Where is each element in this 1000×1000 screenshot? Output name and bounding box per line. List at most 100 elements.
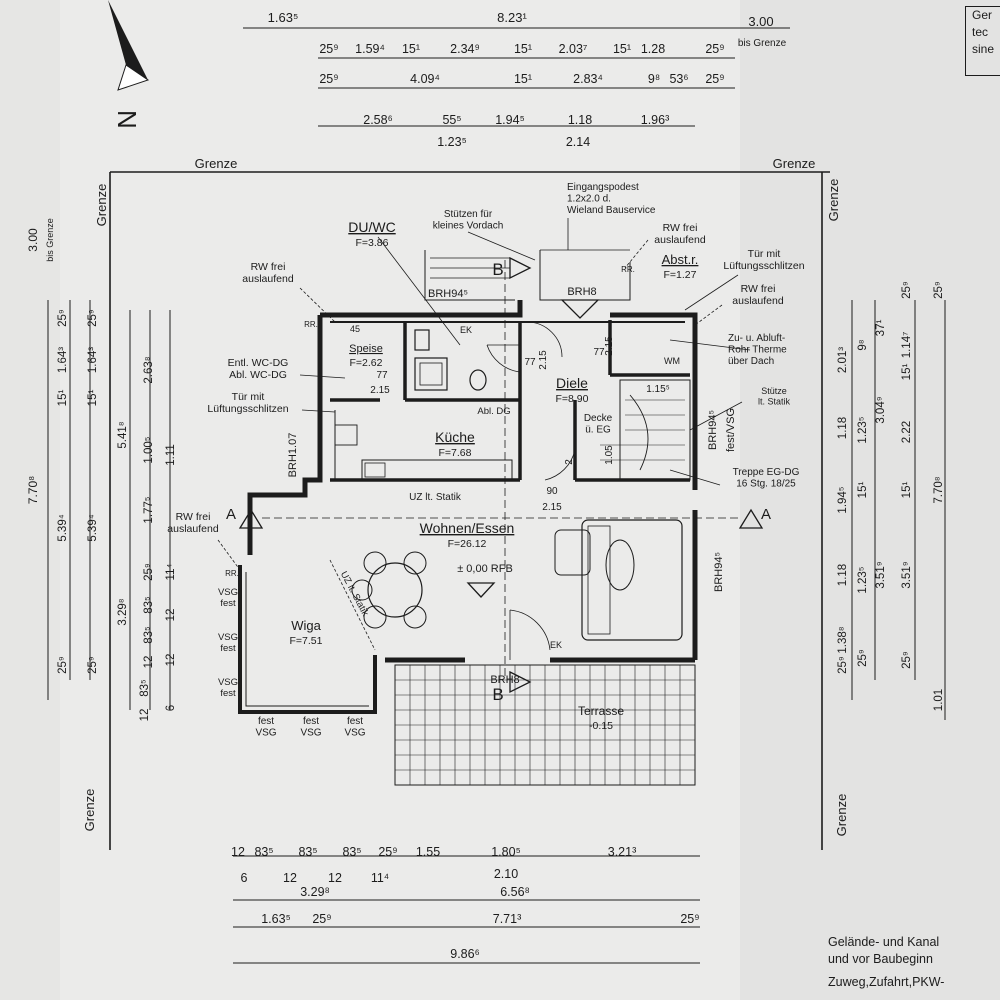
boundary-top-left: Grenze: [195, 156, 238, 171]
room-diele-area: F=8.90: [556, 393, 589, 405]
label-fest-vsg-c-0: fest: [347, 716, 363, 727]
room-wiga-name: Wiga: [291, 618, 321, 633]
top-dim-row4-1: 55⁵: [442, 113, 461, 127]
label-rw-frei-4-1: auslaufend: [167, 523, 219, 535]
top-dim-row1-1: 8.23¹: [497, 10, 527, 25]
top-dim-row2-8: 25⁹: [705, 42, 724, 56]
top-dim-row4-4: 1.96³: [641, 113, 670, 127]
bottom-dim-row1-2: 83⁵: [298, 845, 317, 859]
bottom-dim-row3-2: 7.71³: [493, 912, 522, 926]
bottom-dim-row1-sub-1: 12: [283, 871, 297, 885]
north-arrow-icon: [108, 0, 150, 91]
top-dim-row4-0: 2.58⁶: [363, 113, 392, 127]
room-speise-area: F=2.62: [350, 357, 383, 369]
right-dim-col4-3: 2.22: [901, 421, 913, 443]
bottom-dim-row3-0: 1.63⁵: [261, 912, 291, 926]
label-labels-d2: 2: [564, 459, 575, 465]
left-dim-col3-4: 25⁹: [87, 656, 99, 674]
left-dim-col2-4: 25⁹: [57, 656, 69, 674]
room-du-wc-name: DU/WC: [348, 219, 395, 235]
left-dim-col5-3: 25⁹: [143, 563, 155, 581]
top-dim-row3-3: 2.83⁴: [573, 72, 603, 86]
left-dim-outer-0: 3.00: [26, 228, 40, 252]
right-dim-col1-3: 1.18: [837, 564, 849, 586]
top-dim-row3-1: 4.09⁴: [410, 72, 440, 86]
label-vsg-fest-b-1: fest: [220, 643, 236, 654]
label-stuetze-statik-1: lt. Statik: [758, 397, 791, 407]
rfb-level-marker-icon: [466, 582, 496, 598]
label-fest-vsg-a-0: fest: [258, 716, 274, 727]
boundary-top-right: Grenze: [773, 156, 816, 171]
left-dim-col5-6: 12: [143, 656, 155, 669]
label-decke-1: ü. EG: [585, 425, 611, 436]
label-rw-frei-3-1: auslaufend: [732, 295, 784, 307]
label-labels-d215b: 2.15: [538, 350, 549, 370]
right-dim-col4-0: 25⁹: [901, 281, 913, 299]
top-dim-row1-0: 1.63⁵: [268, 10, 299, 25]
label-labels-d215d: 2.15: [542, 502, 562, 513]
top-dim-row2-2: 15¹: [402, 42, 420, 56]
bottom-note-line-1: Gelände- und Kanal: [828, 935, 940, 949]
top-dim-note: bis Grenze: [738, 38, 787, 49]
bottom-dim-row2-0: 3.29⁸: [300, 885, 330, 899]
label-rw-frei-2-0: RW frei: [663, 222, 698, 234]
label-vsg-fest-a-1: fest: [220, 598, 236, 609]
label-labels-rr3: RR.: [225, 569, 239, 578]
left-dim-col3-0: 25⁹: [87, 309, 99, 327]
label-labels-brh107: BRH1.07: [287, 433, 299, 478]
left-dim-col6-3: 12: [165, 654, 177, 667]
top-dim-row1-2: 3.00: [748, 14, 773, 29]
label-labels-brh94_top: BRH94⁵: [428, 288, 468, 300]
label-labels-d90: 90: [546, 486, 558, 497]
north-label: N: [112, 110, 142, 129]
top-dim-row4-3: 1.18: [568, 113, 592, 127]
right-edge-note: Ger tec sine: [965, 6, 1000, 76]
label-labels-rr1: RR.: [304, 320, 318, 329]
label-labels-ek2: EK: [550, 640, 562, 650]
label-labels-ek1: EK: [460, 325, 472, 335]
right-dim-col4-1: 1.14⁷: [901, 332, 913, 359]
right-dim-col1-0: 2.01³: [837, 347, 849, 373]
left-dim-col5-1: 1.00⁵: [143, 436, 155, 463]
bottom-dim-row1-sub-0: 6: [241, 871, 248, 885]
bottom-dim-row1-6: 1.80⁵: [491, 845, 521, 859]
bottom-dim-row1-1: 83⁵: [254, 845, 273, 859]
top-dim-row3-5: 53⁶: [669, 72, 688, 86]
label-decke-0: Decke: [584, 413, 613, 424]
label-rw-frei-2-1: auslaufend: [654, 234, 706, 246]
room-abstr-area: F=1.27: [664, 269, 697, 281]
label-labels-t45: 45: [350, 324, 360, 334]
label-labels-brh94_vsg: BRH94⁵: [707, 410, 719, 450]
right-dim-col4-2: 15¹: [901, 364, 913, 381]
left-dim-col6-2: 12: [165, 609, 177, 622]
right-dim-col1-2: 1.94⁵: [837, 486, 849, 513]
right-dim-col3-1: 3.04⁹: [875, 396, 887, 423]
label-labels-section_B_bottom: B: [492, 685, 503, 704]
bottom-dim-row1-5: 1.55: [416, 845, 440, 859]
room-abstr-name: Abst.r.: [662, 252, 699, 267]
label-eingangspodest-0: Eingangspodest: [567, 182, 639, 193]
right-dim-col1-1: 1.18: [837, 417, 849, 439]
left-dim-col5-0: 2.63⁸: [143, 356, 155, 383]
bottom-dim-row3-1: 25⁹: [312, 912, 331, 926]
label-labels-rr2: RR.: [621, 265, 635, 274]
label-labels-brh8_top: BRH8: [567, 286, 596, 298]
label-fest-vsg-b-0: fest: [303, 716, 319, 727]
left-dim-col3-3: 5.39⁴: [87, 514, 99, 541]
top-dim-row4-sub-0: 1.23⁵: [437, 135, 467, 149]
left-dim-col6-0: 1.11: [165, 444, 177, 466]
bottom-dim-row1-4: 25⁹: [378, 845, 397, 859]
label-labels-rfb: ± 0,00 RFB: [457, 563, 513, 575]
label-rw-frei-4-0: RW frei: [176, 511, 211, 523]
label-stuetzen-vordach-1: kleines Vordach: [433, 221, 504, 232]
top-dim-row3-2: 15¹: [514, 72, 532, 86]
right-dim-col5-0: 25⁹: [933, 281, 945, 299]
label-labels-wm: WM: [664, 356, 680, 366]
right-dim-col4-6: 25⁹: [901, 651, 913, 669]
top-dim-row2-1: 1.59⁴: [355, 42, 385, 56]
label-stuetze-statik-0: Stütze: [761, 386, 787, 396]
label-labels-d215c: 2.15: [604, 336, 615, 356]
section-b-bottom-marker-icon: [509, 670, 532, 694]
left-dim-col2-3: 5.39⁴: [57, 514, 69, 541]
label-abluft-0: Zu- u. Abluft-: [728, 333, 785, 344]
